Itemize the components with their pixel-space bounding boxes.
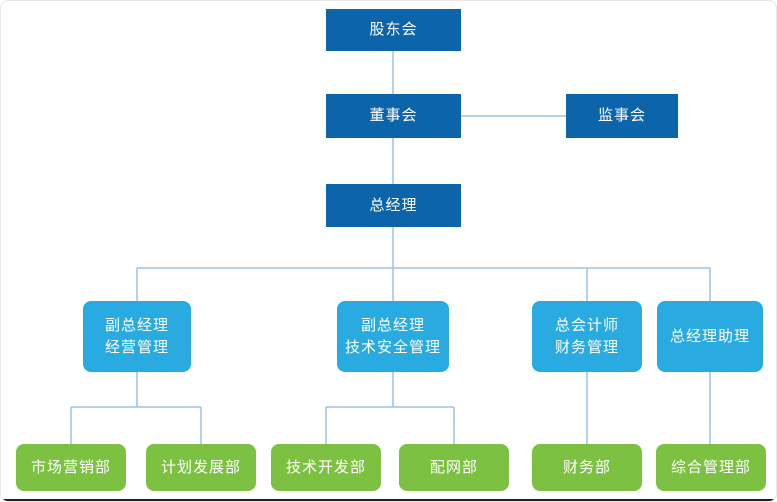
node-label: 监事会 <box>597 107 646 124</box>
node-shareholders: 股东会 <box>326 9 461 51</box>
node-label-line1: 副总经理 <box>360 316 425 334</box>
node-marketing-dept: 市场营销部 <box>16 444 126 491</box>
node-label-line2: 财务管理 <box>554 338 619 356</box>
node-general-manager: 总经理 <box>326 184 461 227</box>
node-deputy-gm-operations: 副总经理 经营管理 <box>83 301 191 372</box>
node-label-line1: 总会计师 <box>554 316 619 334</box>
node-general-admin-dept: 综合管理部 <box>656 444 766 491</box>
node-finance-dept: 财务部 <box>532 444 642 491</box>
node-label: 技术开发部 <box>285 458 366 476</box>
node-planning-dev-dept: 计划发展部 <box>146 444 256 491</box>
bottom-border <box>1 499 776 501</box>
node-label: 财务部 <box>562 458 611 476</box>
node-label: 总经理 <box>369 196 418 214</box>
node-board: 董事会 <box>326 94 461 138</box>
node-label-line2: 经营管理 <box>104 338 169 356</box>
node-supervisory: 监事会 <box>566 94 678 138</box>
node-chief-accountant: 总会计师 财务管理 <box>532 301 642 372</box>
node-label: 计划发展部 <box>160 458 241 476</box>
node-deputy-gm-tech-safety: 副总经理 技术安全管理 <box>337 301 449 372</box>
node-label-line1: 总经理助理 <box>669 327 750 345</box>
node-gm-assistant: 总经理助理 <box>657 301 763 372</box>
node-label-line2: 技术安全管理 <box>344 338 441 356</box>
node-distribution-network-dept: 配网部 <box>399 444 509 491</box>
node-label: 股东会 <box>369 21 418 38</box>
node-label: 市场营销部 <box>30 458 111 476</box>
node-label: 董事会 <box>369 107 418 124</box>
node-label-line1: 副总经理 <box>104 316 169 334</box>
node-label: 综合管理部 <box>670 458 751 476</box>
node-label: 配网部 <box>429 458 478 476</box>
node-tech-dev-dept: 技术开发部 <box>271 444 381 491</box>
